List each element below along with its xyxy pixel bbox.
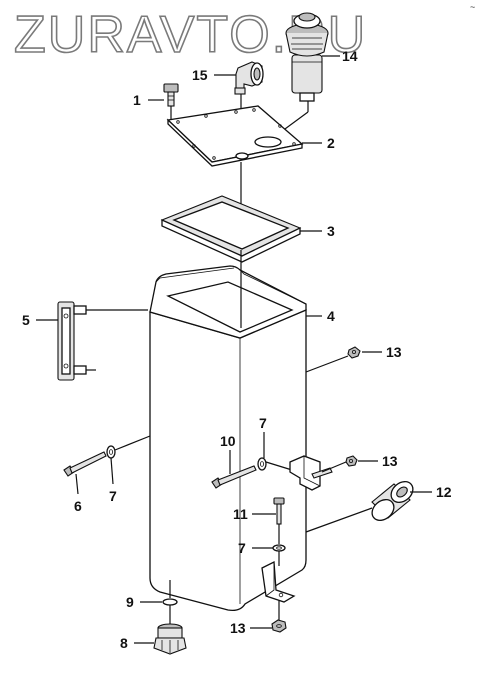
part-9-o-ring (162, 598, 178, 606)
callout-2: 2 (327, 135, 335, 151)
part-4-tank-body (149, 265, 307, 612)
callout-10: 10 (220, 433, 236, 449)
corner-mark: ~ (470, 2, 475, 12)
part-7-washer-left (106, 445, 116, 459)
part-7-washer-middle (257, 457, 267, 471)
mounting-bracket-upper (289, 455, 333, 491)
callout-13-upper: 13 (386, 344, 402, 360)
callout-9: 9 (126, 594, 134, 610)
part-12-sensor (371, 481, 414, 521)
callout-13-lower: 13 (230, 620, 246, 636)
callout-6: 6 (74, 498, 82, 514)
part-7-washer-lower (272, 544, 286, 552)
part-10-bolt (211, 465, 257, 489)
mounting-bracket-lower (261, 560, 296, 603)
part-14-breather-filter (285, 12, 329, 102)
callout-14: 14 (342, 48, 358, 64)
callout-8: 8 (120, 635, 128, 651)
callout-15: 15 (192, 67, 208, 83)
part-6-bolt-left (63, 451, 107, 477)
callout-12: 12 (436, 484, 452, 500)
part-13-nut-middle (345, 455, 358, 467)
callout-13-middle: 13 (382, 453, 398, 469)
part-13-nut-lower (271, 619, 287, 633)
callout-4: 4 (327, 308, 335, 324)
part-15-elbow-fitting (234, 61, 264, 95)
callout-11: 11 (233, 506, 248, 522)
callout-7-lower: 7 (238, 540, 246, 556)
part-11-bolt (273, 497, 285, 525)
part-2-cover-plate (166, 105, 304, 167)
part-13-nut-upper (347, 346, 361, 359)
callout-1: 1 (133, 92, 141, 108)
part-8-drain-plug (153, 623, 187, 655)
callout-5: 5 (22, 312, 30, 328)
callout-7-middle: 7 (259, 415, 267, 431)
callout-7-left: 7 (109, 488, 117, 504)
part-5-side-bracket (57, 301, 87, 381)
part-1-bolt (163, 83, 179, 107)
callout-3: 3 (327, 223, 335, 239)
part-3-gasket (160, 195, 302, 263)
